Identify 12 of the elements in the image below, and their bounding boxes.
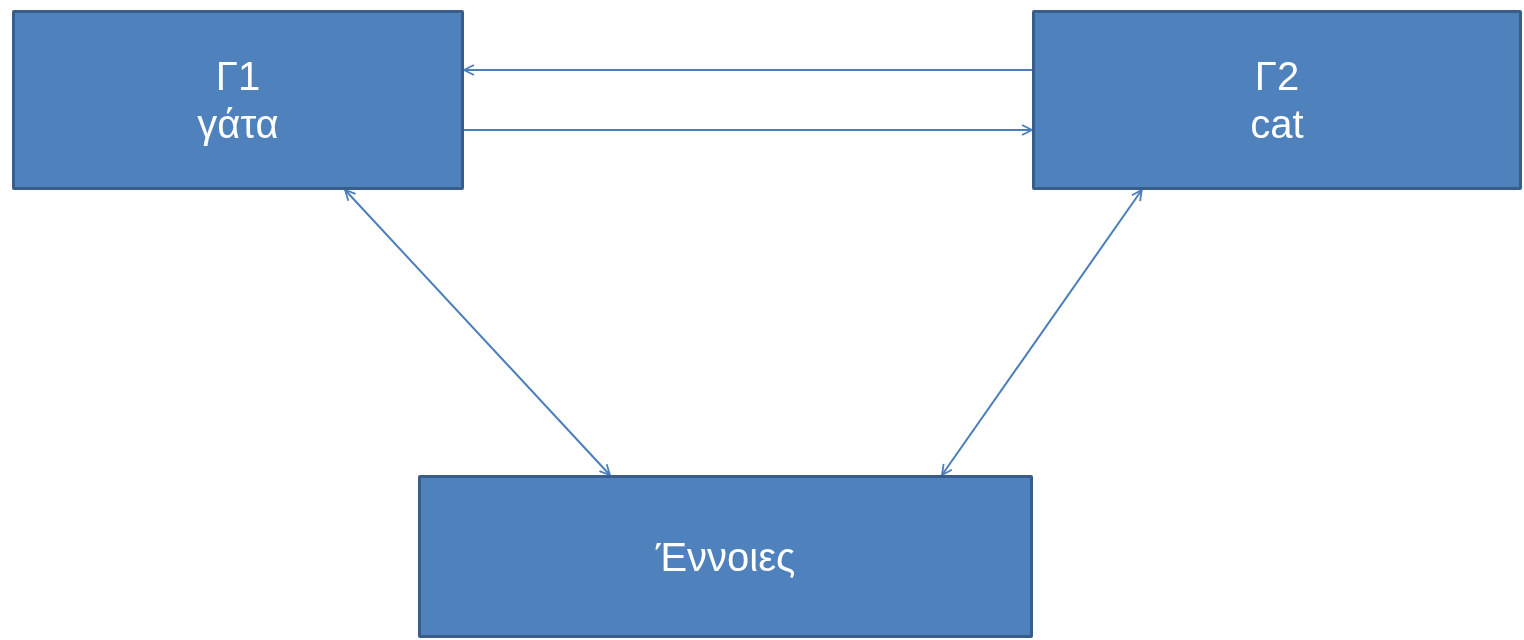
box-label: γάτα	[197, 101, 279, 148]
arrow	[463, 124, 1033, 136]
concept-box	[1032, 10, 1522, 190]
arrow	[344, 189, 611, 476]
concept-box	[12, 10, 464, 190]
arrow	[941, 189, 1143, 476]
box-label: Γ1	[215, 53, 261, 100]
concept-box	[418, 475, 1033, 638]
arrow	[463, 64, 1033, 76]
box-label: Γ2	[1254, 53, 1300, 100]
box-label: Έννοιες	[655, 533, 796, 581]
box-label: cat	[1250, 101, 1304, 148]
